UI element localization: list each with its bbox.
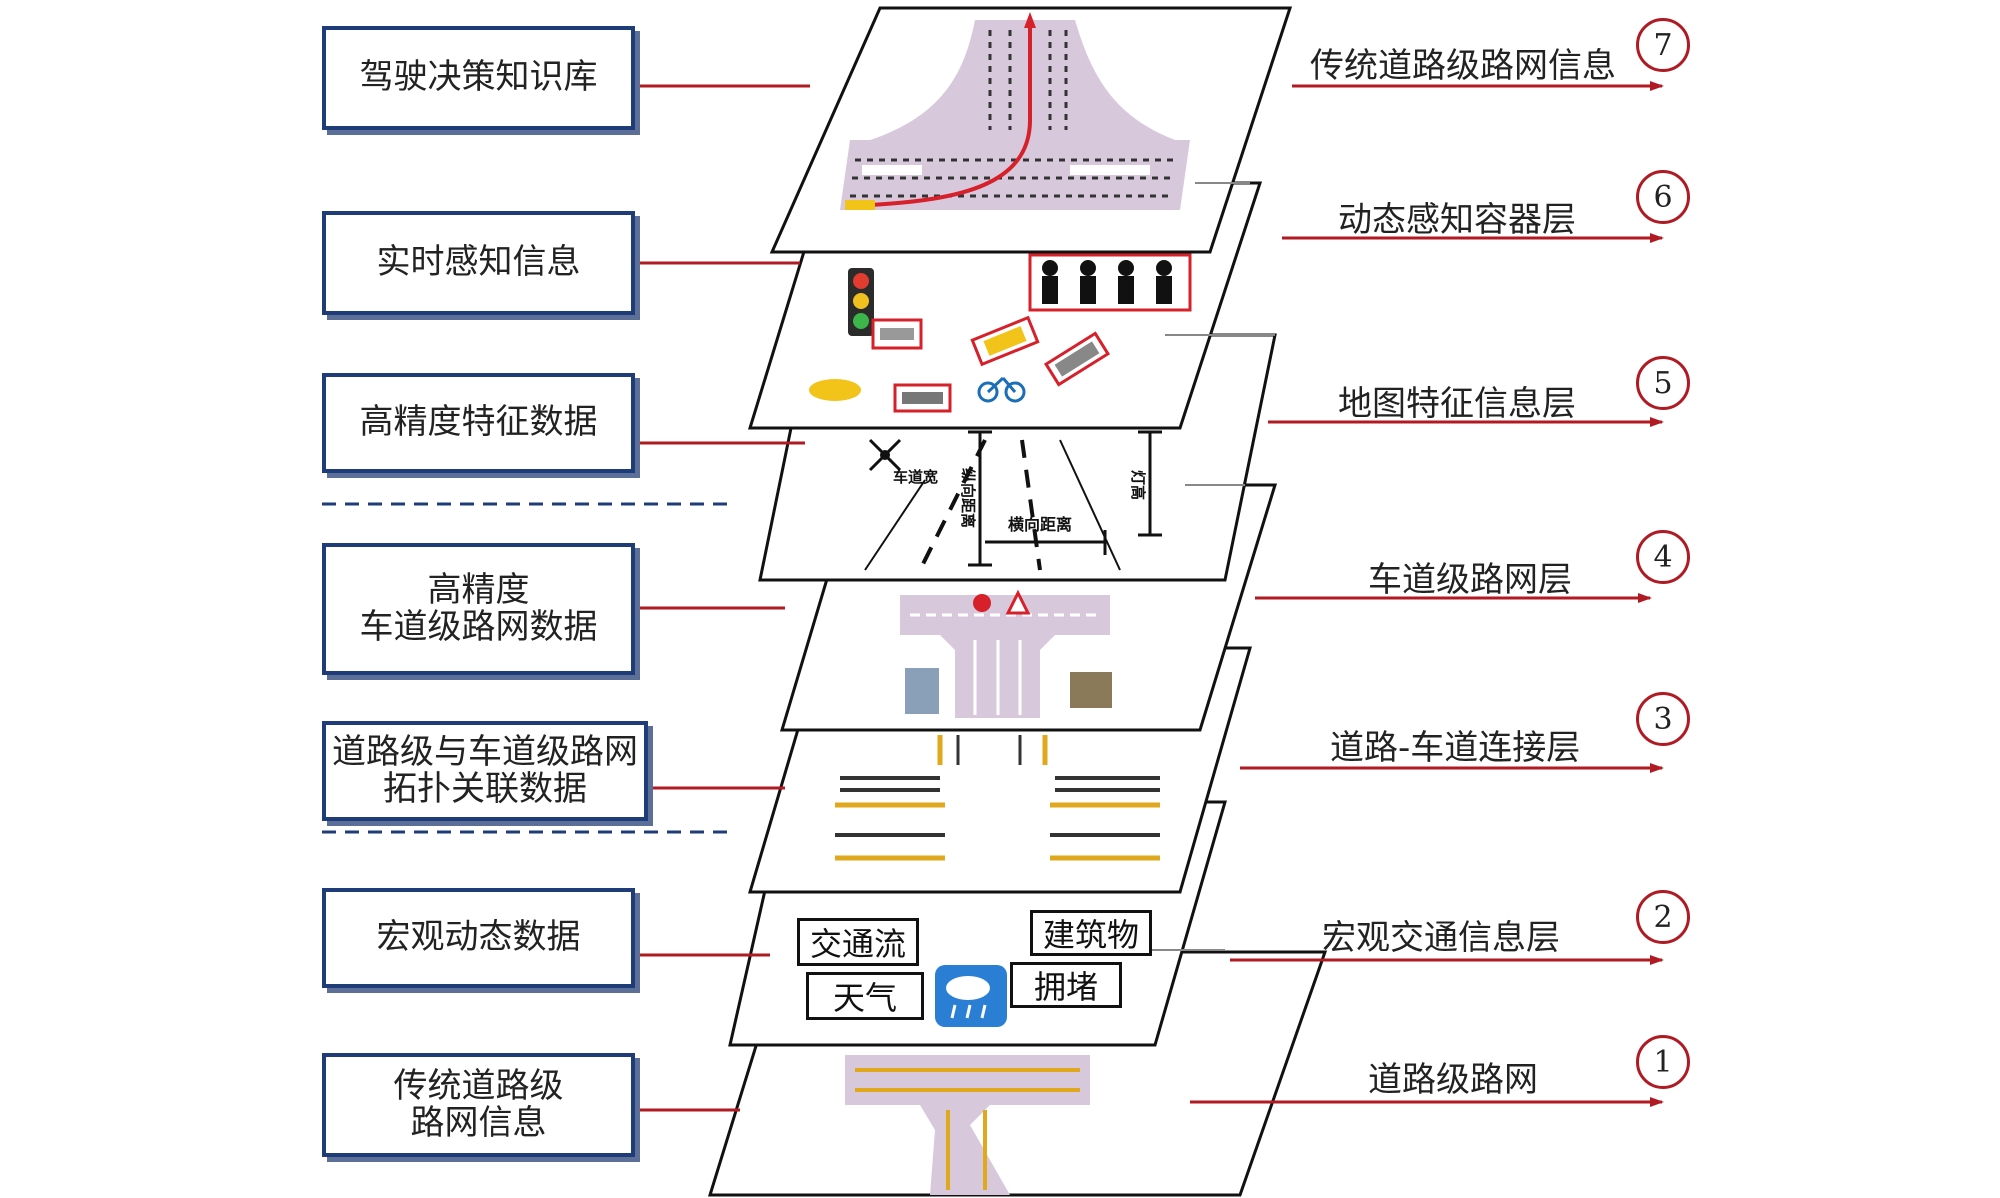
box-driving-decision-knowledge: 驾驶决策知识库: [322, 26, 635, 130]
tag-building: 建筑物: [1030, 910, 1152, 956]
box-line: 高精度特征数据: [359, 402, 598, 443]
left-connectors: [640, 84, 810, 1112]
box-line: 车道级路网数据: [359, 607, 598, 647]
layer-number-1: 1: [1636, 1035, 1690, 1089]
house-icon: [1070, 672, 1112, 708]
layer-label-7: 传统道路级路网信息: [1310, 46, 1616, 86]
pedestrians-icon: [1028, 253, 1192, 312]
layer-number-6: 6: [1636, 170, 1690, 224]
tag-congestion: 拥堵: [1010, 962, 1122, 1008]
bus-icon: [1043, 331, 1111, 387]
lateral-distance-label: 横向距离: [1008, 515, 1072, 534]
box-line: 驾驶决策知识库: [359, 57, 598, 98]
lane-arrows-right: [1050, 776, 1160, 861]
taxi-icon: [970, 315, 1040, 367]
layer-7-plane: [769, 6, 1293, 254]
box-realtime-perception: 实时感知信息: [322, 211, 635, 315]
layer-label-3: 道路-车道连接层: [1330, 728, 1581, 768]
car-icon: [809, 379, 861, 401]
layer-number-7: 7: [1636, 18, 1690, 72]
box-hd-feature-data: 高精度特征数据: [322, 373, 635, 473]
lane-width-label: 车道宽: [893, 468, 938, 486]
tag-weather: 天气: [806, 972, 924, 1020]
light-height-label: 灯高: [1129, 470, 1147, 500]
truck-icon: [893, 383, 952, 413]
box-line: 宏观动态数据: [376, 917, 581, 958]
box-macro-dynamic-data: 宏观动态数据: [322, 888, 635, 988]
warning-sign-icon: [1005, 589, 1031, 615]
layer-number-2: 2: [1636, 890, 1690, 944]
layer-number-3: 3: [1636, 692, 1690, 746]
box-hd-lane-network-data: 高精度 车道级路网数据: [322, 543, 635, 675]
no-entry-sign-icon: [973, 594, 991, 612]
traffic-light-icon: [848, 268, 923, 350]
layer-label-4: 车道级路网层: [1368, 560, 1572, 600]
box-line: 路网信息: [410, 1103, 547, 1143]
compass-icon: [868, 438, 902, 472]
box-line: 传统道路级: [393, 1065, 564, 1106]
longitudinal-distance-label: 纵向距离: [959, 468, 977, 528]
office-building-icon: [905, 668, 939, 714]
right-arrows: [1190, 81, 1664, 1107]
lane-network-graphic: [900, 595, 1110, 718]
box-line: 道路级与车道级路网: [332, 731, 638, 772]
box-topology-association-data: 道路级与车道级路网 拓扑关联数据: [322, 721, 648, 821]
layer-label-6: 动态感知容器层: [1338, 200, 1576, 240]
layer-number-5: 5: [1636, 356, 1690, 410]
box-traditional-road-network: 传统道路级 路网信息: [322, 1053, 635, 1157]
layer-label-1: 道路级路网: [1368, 1060, 1538, 1100]
bicycle-icon: [977, 376, 1026, 403]
turn-path-arrow: [869, 22, 1032, 207]
box-line: 拓扑关联数据: [383, 769, 587, 809]
intersection-graphic: [840, 20, 1190, 210]
layer-label-5: 地图特征信息层: [1338, 384, 1576, 424]
box-line: 高精度: [427, 569, 530, 610]
lane-arrows-left: [835, 776, 945, 861]
vehicle-icon: [845, 200, 875, 210]
box-line: 实时感知信息: [376, 242, 581, 283]
tag-traffic-flow: 交通流: [797, 918, 919, 966]
layer-label-2: 宏观交通信息层: [1322, 918, 1560, 958]
layer-number-4: 4: [1636, 530, 1690, 584]
